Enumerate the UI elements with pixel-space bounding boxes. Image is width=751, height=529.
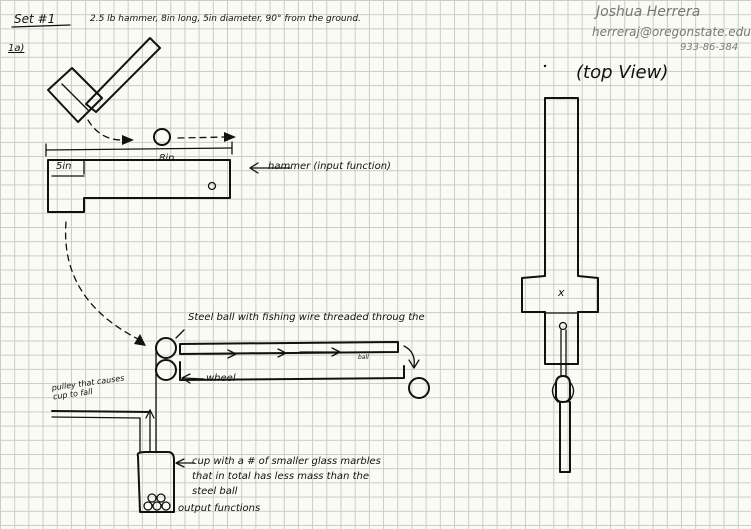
hammer-head-edge [61,83,89,111]
author-id: 933-86-384 [680,42,739,53]
marble-5 [156,493,166,503]
wheel-label: wheel [206,373,236,384]
diameter-label: 5in [56,161,72,172]
ball-top [153,128,171,146]
wheel-arrowhead [181,373,191,384]
pulley-shelf [51,410,151,413]
cup-label-2: that in total has less mass than the [192,471,369,482]
steel-ball-label: Steel ball with fishing wire threaded th… [188,312,425,323]
mechanism-drawing [51,329,430,513]
cup-arrowhead [175,458,185,468]
marble-3 [161,501,171,511]
swing-arrowhead [122,135,134,145]
track-arrowhead-1 [227,349,237,359]
marble-4 [147,493,157,503]
top-view-label: (top View) [576,62,669,83]
top-view-body-right [544,97,599,313]
ball-end [408,377,430,399]
spec-text: 2.5 lb hammer, 8in long, 5in diameter, 9… [90,14,361,24]
top-view-mark: x [558,286,565,299]
length-label: 8in [159,153,175,164]
hammer-handle [85,37,161,113]
steel-ball [155,337,177,359]
stray-dot [543,64,547,68]
top-view-clip [555,375,571,403]
pulley-shelf-2 [51,416,141,419]
steel-ball-arrow [175,329,185,339]
wire-arrowhead [145,409,155,419]
top-view-shaft [559,401,571,473]
swing-path [87,119,123,141]
cup-label-1: cup with a # of smaller glass marbles [192,456,381,467]
ball-arrowhead [224,132,236,142]
set-underline [11,24,71,28]
drop-arrow [403,345,415,367]
drop-path [64,221,141,341]
marble-2 [152,501,162,511]
hammer-caption: hammer (input function) [268,161,391,172]
hammer-caption-arrowhead [249,162,259,174]
wheel [155,359,177,381]
cup [136,451,175,513]
author-name: Joshua Herrera [596,4,701,20]
top-view-loop-left [551,381,559,403]
author-email: herreraj@oregonstate.edu [592,25,751,39]
ball-path [177,136,227,139]
cup-label-3: steel ball [192,486,238,497]
track-arrowhead-3 [331,347,341,357]
wheel-arrow [183,377,205,380]
ball-label: ball [358,354,369,361]
track-bottom [179,361,405,381]
set-label: Set #1 [14,12,56,26]
track-top [179,341,399,355]
output-label: output functions [178,503,261,514]
hammer-drawing [47,37,161,123]
marble-1 [143,501,153,511]
hammer-pivot [207,181,217,191]
hammer-head [47,67,103,123]
length-dimension-line [45,147,233,151]
drop-arrowhead-small [408,359,420,369]
hammer-side-body [47,159,231,213]
top-view-drawing [521,97,599,473]
top-view-loop-right [567,381,575,403]
top-view-body-left [521,97,546,313]
part-label: 1a) [8,43,25,54]
drop-arrowhead [134,334,146,346]
top-view-pivot [558,321,568,331]
track-arrowhead-2 [277,348,287,358]
